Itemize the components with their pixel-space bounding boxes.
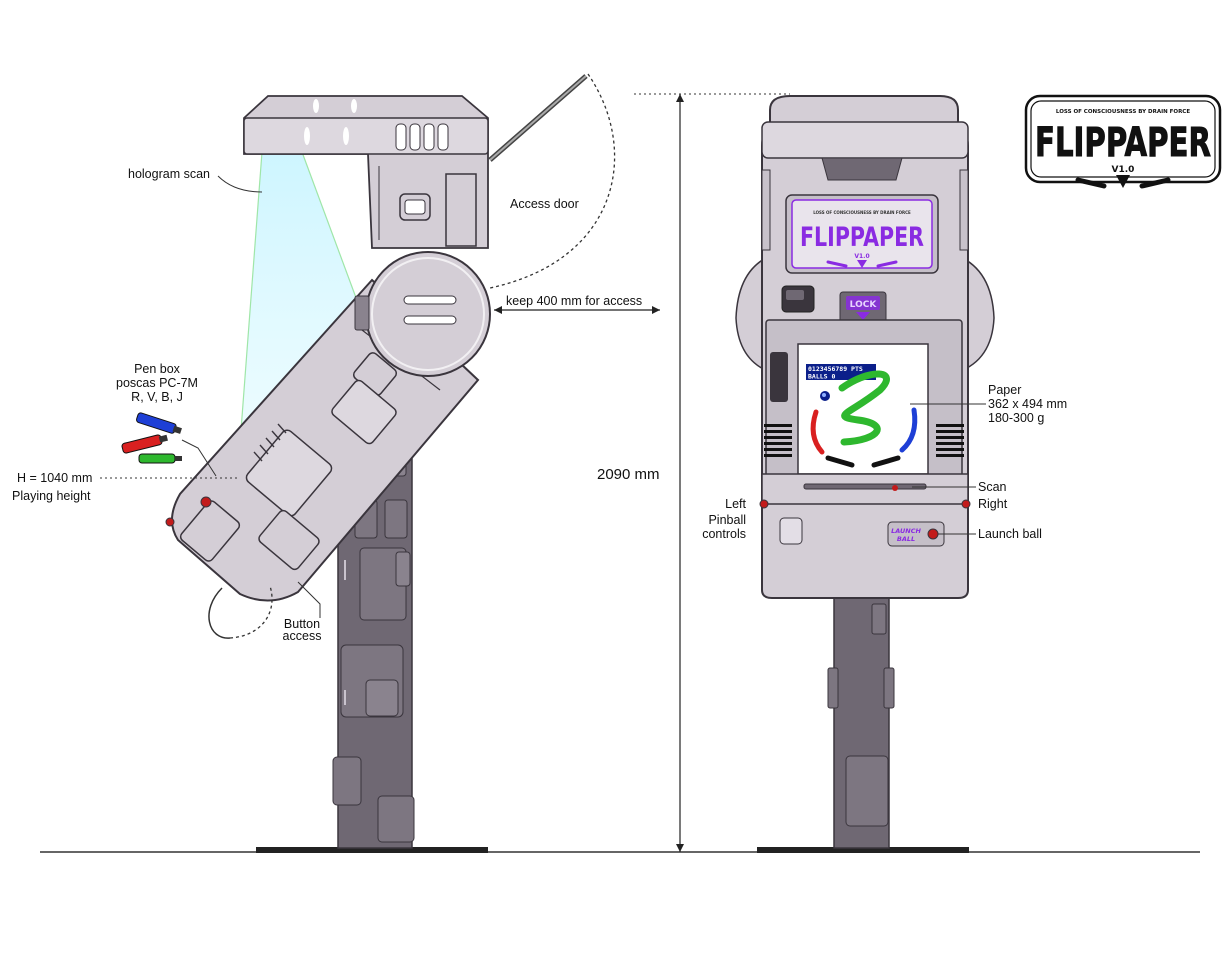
logo-title: FLIPPAPER [1035,120,1211,166]
base-plate-right [757,847,969,853]
launch-ball-button [927,528,939,540]
paper-drawing-green [838,370,890,446]
button-access-arc [208,587,231,639]
launch-ball-line1: LAUNCH [891,527,921,535]
paper-screen [797,343,929,475]
front-view: FLIPPAPER LOSS OF CONSCIOUSNESS BY DRAIN… [735,95,995,849]
flippaper-logo: LOSS OF CONSCIOUSNESS BY DRAIN FORCE FLI… [1024,94,1222,189]
side-flipper-button [200,496,212,508]
pen-box-pens [121,412,182,464]
base-plate-left [256,847,488,853]
label-height-value: H = 1040 mm [17,471,92,485]
left-flipper-button [759,499,769,509]
label-access-door: Access door [510,197,579,211]
label-right: Right [978,497,1008,511]
side-view [121,73,616,849]
paper-drawing-blue [899,407,918,453]
label-button-access-2: access [283,629,322,643]
front-logo-version: V1.0 [854,253,869,260]
hologram-beam [238,152,365,470]
right-flipper-button [961,499,971,509]
front-logo-title: FLIPPAPER [800,222,924,253]
label-total-height: 2090 mm [597,466,660,483]
label-paper-3: 180-300 g [988,411,1044,425]
launch-ball-line2: BALL [897,535,915,543]
logo-arrow-icon [1116,175,1130,188]
side-stand [332,419,415,849]
label-paper-1: Paper [988,383,1021,397]
label-launch-ball: Launch ball [978,527,1042,541]
screen-balls: BALLS 0 [808,373,835,381]
label-keep-access: keep 400 mm for access [506,294,642,308]
logo-version: V1.0 [1112,165,1135,175]
side-head [243,95,489,249]
label-scan: Scan [978,480,1007,494]
label-pen-box-1: Pen box [134,362,181,376]
paper-drawing-red [810,409,825,455]
label-playing-height: Playing height [12,489,91,503]
logo-tagline: LOSS OF CONSCIOUSNESS BY DRAIN FORCE [1056,109,1190,115]
label-button-access-1: Button [284,617,320,631]
side-pivot-wheel [354,251,491,377]
label-pen-box-2: poscas PC-7M [116,376,198,390]
label-hologram-scan: hologram scan [128,167,210,181]
front-logo-tagline: LOSS OF CONSCIOUSNESS BY DRAIN FORCE [813,210,911,215]
label-left: Left [725,497,746,511]
label-pinball-controls-1: Pinball [708,513,746,527]
label-pinball-controls-2: controls [702,527,746,541]
screen-score: 0123456789 PTS [808,365,863,373]
front-stand [827,595,895,849]
lock-label: LOCK [850,300,878,310]
label-pen-box-3: R, V, B, J [131,390,183,404]
label-paper-2: 362 x 494 mm [988,397,1067,411]
scan-slot [803,483,927,490]
